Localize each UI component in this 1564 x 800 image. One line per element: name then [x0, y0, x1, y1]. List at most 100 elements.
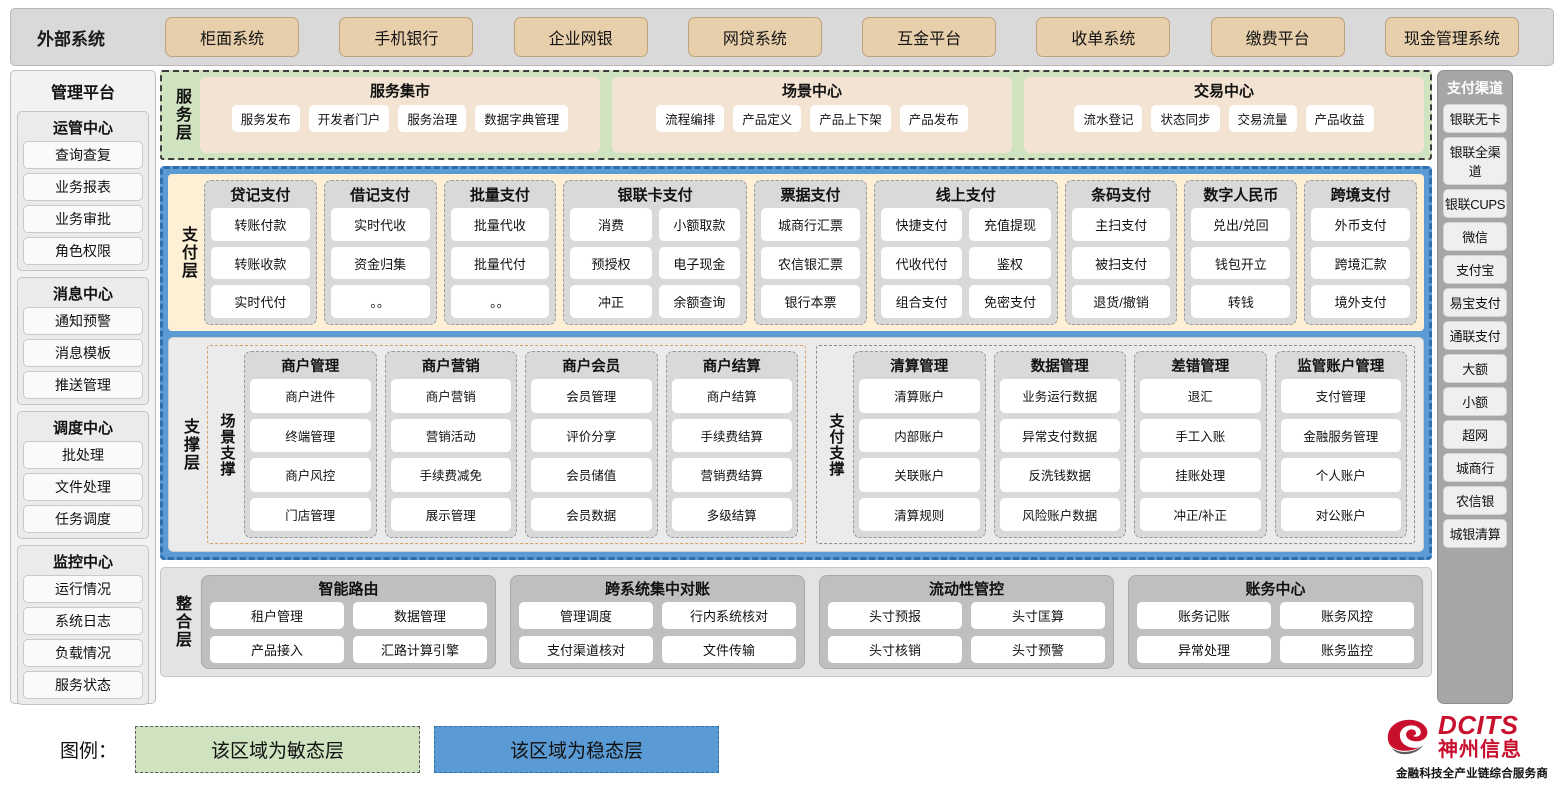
support-item[interactable]: 个人账户: [1280, 458, 1401, 492]
service-item[interactable]: 交易流量: [1228, 105, 1297, 132]
service-item[interactable]: 产品定义: [733, 105, 802, 132]
sidebar-item[interactable]: 查询查复: [23, 141, 143, 169]
payment-item[interactable]: 转账付款: [211, 208, 310, 241]
support-item[interactable]: 退汇: [1140, 379, 1261, 413]
support-item[interactable]: 手工入账: [1140, 418, 1261, 452]
service-item[interactable]: 状态同步: [1151, 105, 1220, 132]
sidebar-item[interactable]: 业务审批: [23, 205, 143, 233]
sidebar-item[interactable]: 批处理: [23, 441, 143, 469]
integration-item[interactable]: 汇路计算引擎: [353, 636, 487, 663]
payment-item[interactable]: 主扫支付: [1071, 208, 1171, 241]
payment-channel-item[interactable]: 超网: [1443, 420, 1507, 449]
payment-item[interactable]: 退货/撤销: [1071, 285, 1171, 319]
external-system-chip[interactable]: 互金平台: [862, 17, 997, 57]
payment-channel-item[interactable]: 城商行: [1443, 453, 1507, 482]
external-system-chip[interactable]: 手机银行: [339, 17, 474, 57]
support-item[interactable]: 挂账处理: [1140, 458, 1261, 492]
support-item[interactable]: 手续费减免: [390, 458, 511, 492]
payment-item[interactable]: 银行本票: [761, 285, 860, 319]
support-item[interactable]: 多级结算: [671, 497, 792, 531]
integration-item[interactable]: 行内系统核对: [662, 602, 796, 629]
external-system-chip[interactable]: 网贷系统: [687, 17, 822, 57]
payment-channel-item[interactable]: 微信: [1443, 222, 1507, 251]
support-item[interactable]: 营销活动: [390, 418, 511, 452]
support-item[interactable]: 营销费结算: [671, 458, 792, 492]
payment-item[interactable]: 免密支付: [969, 285, 1051, 319]
payment-item[interactable]: 实时代付: [211, 285, 310, 319]
support-item[interactable]: 门店管理: [250, 497, 371, 531]
payment-item[interactable]: 小额取款: [658, 208, 741, 241]
sidebar-item[interactable]: 服务状态: [23, 671, 143, 699]
payment-item[interactable]: 农信银汇票: [761, 246, 860, 280]
sidebar-item[interactable]: 文件处理: [23, 473, 143, 501]
payment-item[interactable]: 余额查询: [658, 285, 741, 319]
payment-item[interactable]: 被扫支付: [1071, 246, 1171, 280]
integration-item[interactable]: 产品接入: [210, 636, 344, 663]
sidebar-item[interactable]: 推送管理: [23, 371, 143, 399]
payment-channel-item[interactable]: 通联支付: [1443, 321, 1507, 350]
support-item[interactable]: 业务运行数据: [999, 379, 1120, 413]
payment-channel-item[interactable]: 大额: [1443, 354, 1507, 383]
payment-item[interactable]: 鉴权: [969, 246, 1051, 280]
payment-item[interactable]: 消费: [570, 208, 652, 241]
support-item[interactable]: 清算账户: [859, 379, 980, 413]
support-item[interactable]: 商户结算: [671, 379, 792, 413]
integration-item[interactable]: 头寸预报: [828, 602, 962, 629]
support-item[interactable]: 商户风控: [250, 458, 371, 492]
service-item[interactable]: 产品收益: [1305, 105, 1374, 132]
integration-item[interactable]: 文件传输: [662, 636, 796, 663]
service-item[interactable]: 流程编排: [656, 105, 725, 132]
payment-channel-item[interactable]: 城银清算: [1443, 519, 1507, 548]
support-item[interactable]: 异常支付数据: [999, 418, 1120, 452]
payment-item[interactable]: 境外支付: [1311, 285, 1410, 319]
payment-item[interactable]: 。。: [450, 285, 550, 319]
sidebar-item[interactable]: 系统日志: [23, 607, 143, 635]
service-item[interactable]: 开发者门户: [308, 105, 390, 132]
integration-item[interactable]: 管理调度: [519, 602, 653, 629]
payment-channel-item[interactable]: 小额: [1443, 387, 1507, 416]
payment-channel-item[interactable]: 易宝支付: [1443, 288, 1507, 317]
service-item[interactable]: 产品发布: [899, 105, 968, 132]
external-system-chip[interactable]: 柜面系统: [165, 17, 300, 57]
support-item[interactable]: 清算规则: [859, 497, 980, 531]
support-item[interactable]: 对公账户: [1280, 497, 1401, 531]
support-item[interactable]: 商户营销: [390, 379, 511, 413]
service-item[interactable]: 服务发布: [231, 105, 300, 132]
support-item[interactable]: 金融服务管理: [1280, 418, 1401, 452]
payment-item[interactable]: 转钱: [1191, 285, 1291, 319]
payment-item[interactable]: 电子现金: [658, 246, 741, 280]
support-item[interactable]: 会员数据: [531, 497, 652, 531]
external-system-chip[interactable]: 现金管理系统: [1384, 17, 1519, 57]
service-item[interactable]: 流水登记: [1074, 105, 1143, 132]
payment-item[interactable]: 批量代收: [450, 208, 550, 241]
sidebar-item[interactable]: 消息模板: [23, 339, 143, 367]
payment-channel-item[interactable]: 农信银: [1443, 486, 1507, 515]
payment-channel-item[interactable]: 银联CUPS: [1443, 189, 1507, 218]
payment-item[interactable]: 预授权: [570, 246, 652, 280]
payment-item[interactable]: 钱包开立: [1191, 246, 1291, 280]
support-item[interactable]: 终端管理: [250, 418, 371, 452]
support-item[interactable]: 关联账户: [859, 458, 980, 492]
integration-item[interactable]: 账务风控: [1280, 602, 1414, 629]
payment-item[interactable]: 代收代付: [880, 246, 963, 280]
payment-item[interactable]: 批量代付: [450, 246, 550, 280]
payment-channel-item[interactable]: 支付宝: [1443, 255, 1507, 284]
support-item[interactable]: 支付管理: [1280, 379, 1401, 413]
payment-item[interactable]: 。。: [330, 285, 430, 319]
support-item[interactable]: 评价分享: [531, 418, 652, 452]
external-system-chip[interactable]: 企业网银: [513, 17, 648, 57]
payment-item[interactable]: 资金归集: [330, 246, 430, 280]
support-item[interactable]: 风险账户数据: [999, 497, 1120, 531]
support-item[interactable]: 商户进件: [250, 379, 371, 413]
support-item[interactable]: 会员储值: [531, 458, 652, 492]
support-item[interactable]: 反洗钱数据: [999, 458, 1120, 492]
payment-item[interactable]: 实时代收: [330, 208, 430, 241]
service-item[interactable]: 数据字典管理: [475, 105, 569, 132]
payment-channel-item[interactable]: 银联无卡: [1443, 104, 1507, 133]
integration-item[interactable]: 数据管理: [353, 602, 487, 629]
service-item[interactable]: 服务治理: [398, 105, 467, 132]
payment-channel-item[interactable]: 银联全渠道: [1443, 137, 1507, 185]
integration-item[interactable]: 异常处理: [1137, 636, 1271, 663]
payment-item[interactable]: 兑出/兑回: [1191, 208, 1291, 241]
support-item[interactable]: 会员管理: [531, 379, 652, 413]
